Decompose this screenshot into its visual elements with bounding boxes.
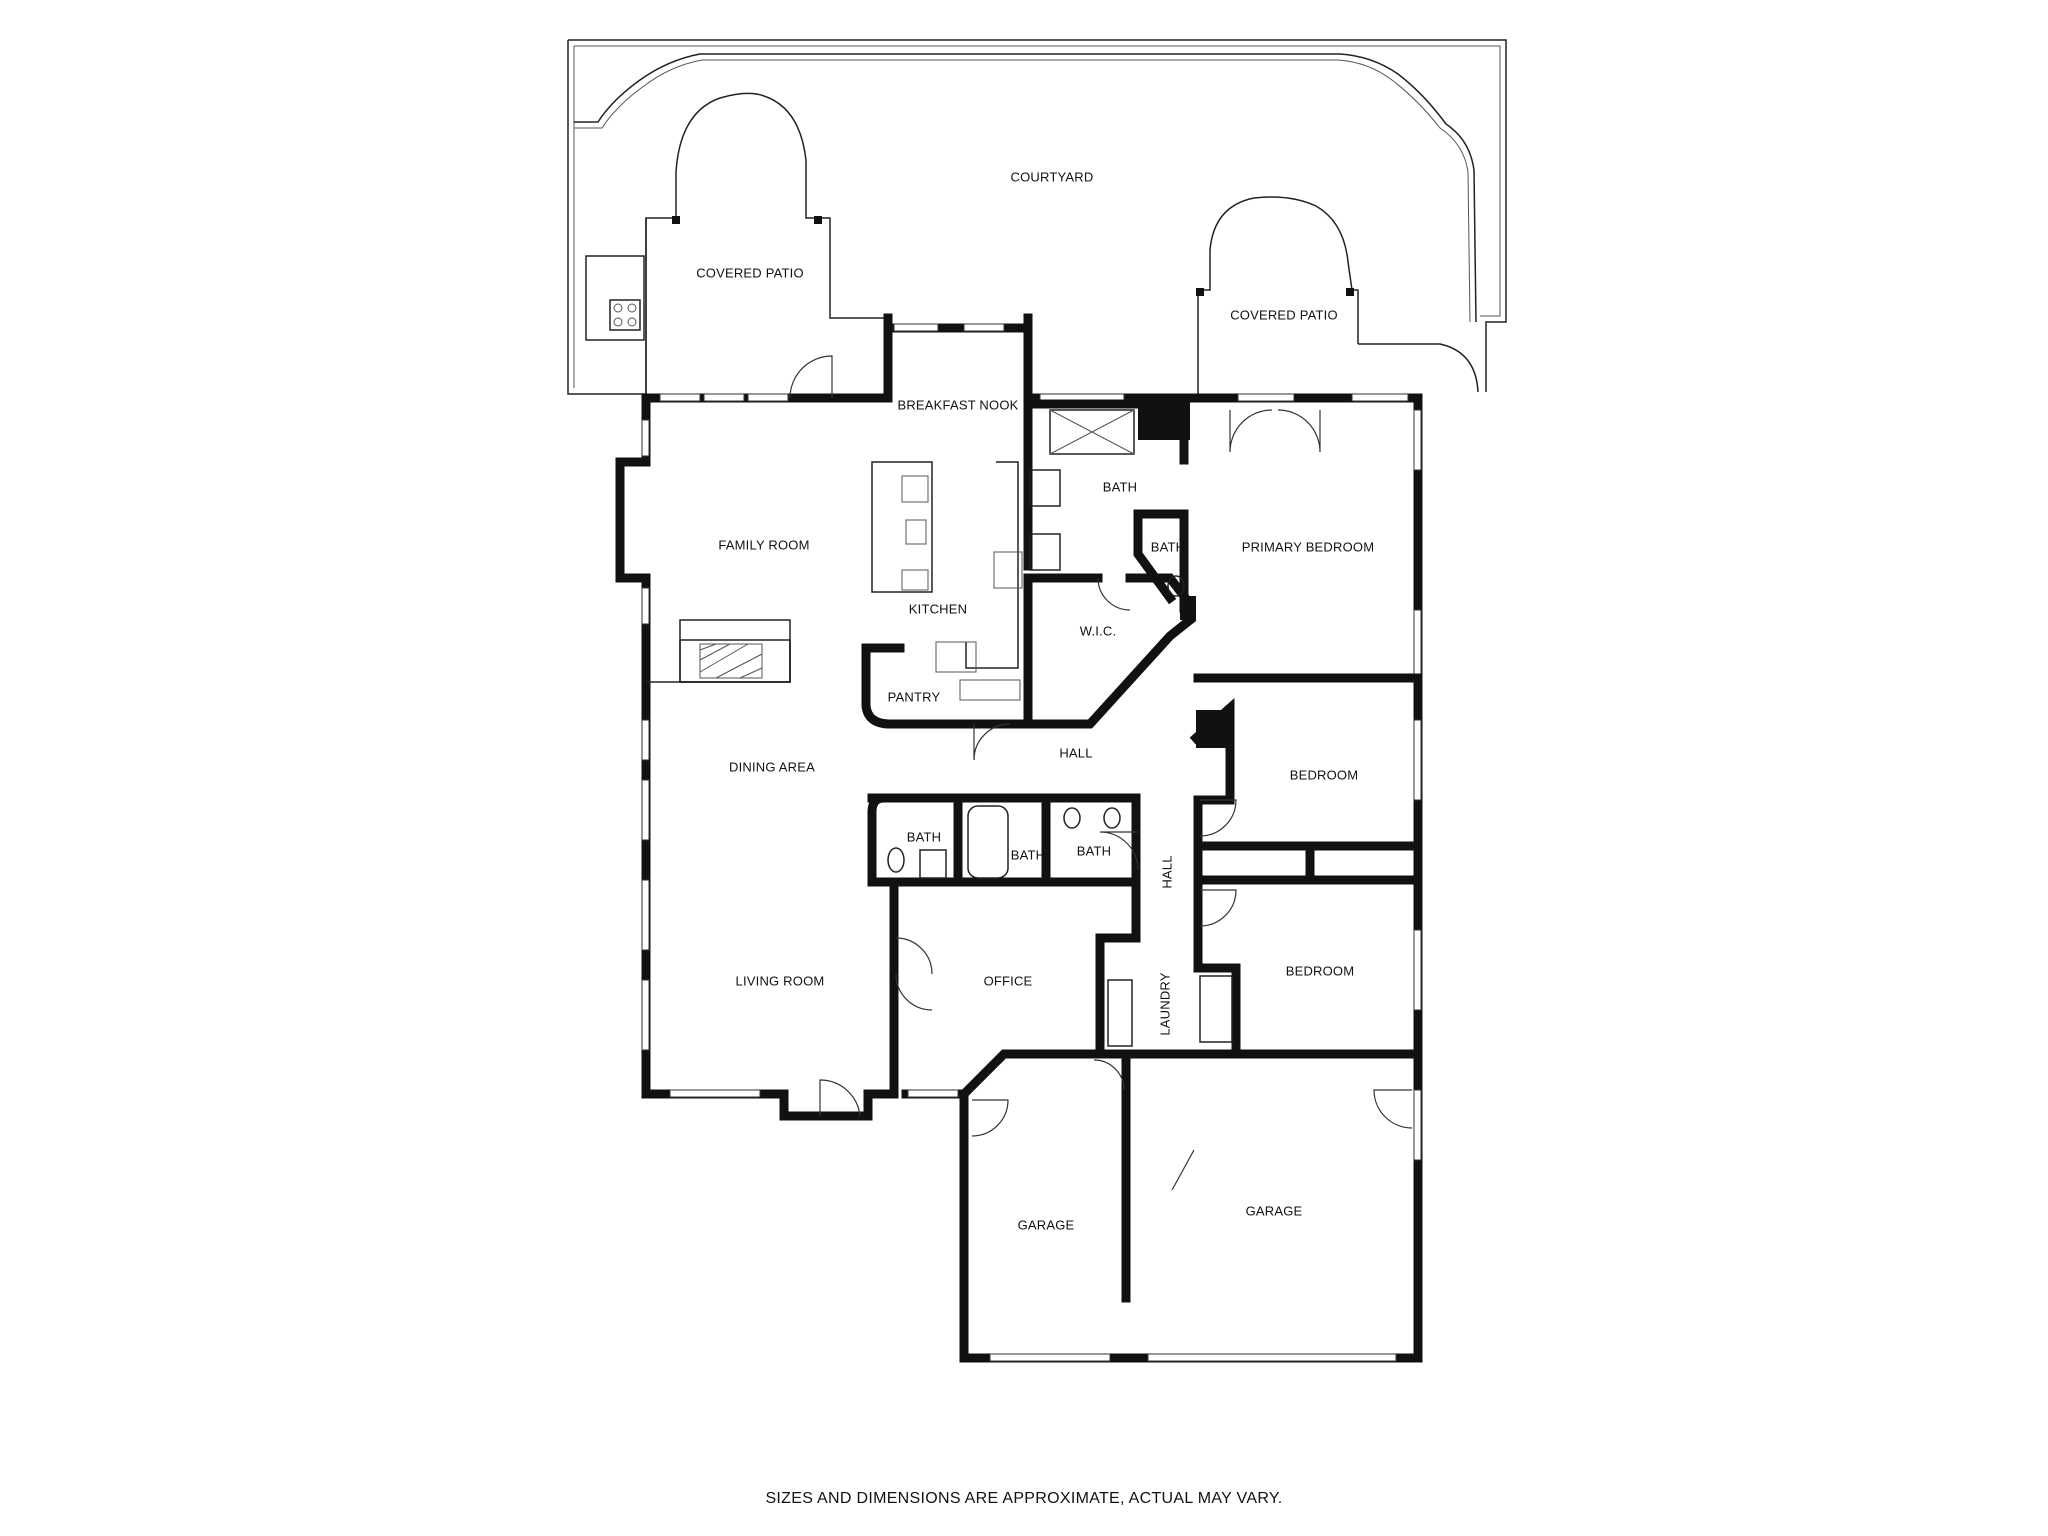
label-bath-3: BATH	[1077, 843, 1112, 858]
label-family-room: FAMILY ROOM	[718, 537, 809, 552]
label-bath-2: BATH	[1011, 847, 1046, 862]
label-breakfast-nook: BREAKFAST NOOK	[897, 397, 1018, 412]
label-courtyard: COURTYARD	[1011, 169, 1094, 184]
label-wic: W.I.C.	[1080, 623, 1117, 638]
label-bedroom-lower: BEDROOM	[1286, 963, 1355, 978]
label-office: OFFICE	[984, 973, 1033, 988]
windows	[641, 323, 1422, 1362]
label-hall-side: HALL	[1159, 855, 1174, 888]
disclaimer-text: SIZES AND DIMENSIONS ARE APPROXIMATE, AC…	[765, 1490, 1283, 1507]
exterior-walls	[615, 313, 1423, 1363]
label-garage-left: GARAGE	[1018, 1217, 1075, 1232]
label-bath-primary-wc: BATH	[1151, 539, 1186, 554]
label-garage-right: GARAGE	[1246, 1203, 1303, 1218]
label-pantry: PANTRY	[888, 689, 941, 704]
covered-patio-right	[1196, 196, 1359, 398]
courtyard-area	[567, 39, 1507, 395]
label-bath-1: BATH	[907, 829, 942, 844]
label-kitchen: KITCHEN	[909, 601, 967, 616]
covered-patio-left	[645, 92, 888, 396]
label-living-room: LIVING ROOM	[736, 973, 825, 988]
label-bath-primary: BATH	[1103, 479, 1138, 494]
fixtures	[646, 355, 1413, 1191]
label-hall-main: HALL	[1059, 745, 1092, 760]
label-primary-bedroom: PRIMARY BEDROOM	[1242, 539, 1375, 554]
interior-walls	[861, 335, 1423, 1303]
label-covered-patio-left: COVERED PATIO	[696, 265, 804, 280]
room-labels: COURTYARD COVERED PATIO COVERED PATIO BR…	[696, 169, 1374, 1232]
label-covered-patio-right: COVERED PATIO	[1230, 307, 1338, 322]
label-bedroom-upper: BEDROOM	[1290, 767, 1359, 782]
label-dining-area: DINING AREA	[729, 759, 815, 774]
label-laundry: LAUNDRY	[1157, 972, 1172, 1035]
